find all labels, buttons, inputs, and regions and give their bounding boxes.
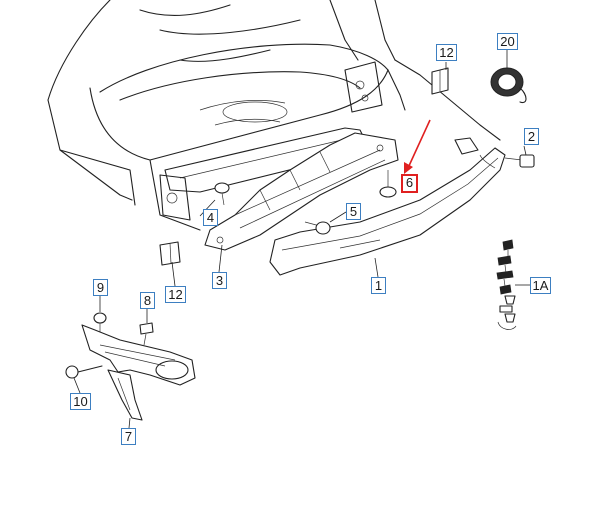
callout-9[interactable]: 9 — [93, 279, 108, 296]
callout-12-top[interactable]: 12 — [436, 44, 457, 61]
part-4-bolt — [214, 182, 230, 206]
part-3-bracket — [204, 132, 399, 251]
part-6-bolt — [379, 170, 397, 198]
leader-lines — [73, 50, 530, 429]
part-1A-fastener-set — [496, 239, 517, 330]
callout-20[interactable]: 20 — [497, 33, 518, 50]
callout-8[interactable]: 8 — [140, 292, 155, 309]
part-5-bolt — [304, 221, 331, 235]
callout-5[interactable]: 5 — [346, 203, 361, 220]
part-2-bolt — [504, 154, 535, 168]
part-10-screw — [65, 365, 103, 379]
part-8-clip — [139, 322, 154, 346]
part-20-tape-roll — [490, 67, 527, 104]
callout-1[interactable]: 1 — [371, 277, 386, 294]
callout-1A[interactable]: 1A — [530, 277, 551, 294]
vehicle-body-rear — [47, 0, 501, 231]
red-arrow — [404, 119, 431, 174]
callout-3[interactable]: 3 — [212, 272, 227, 289]
callout-6[interactable]: 6 — [401, 174, 418, 193]
callout-4[interactable]: 4 — [203, 209, 218, 226]
callout-12-bottom[interactable]: 12 — [165, 286, 186, 303]
callout-2[interactable]: 2 — [524, 128, 539, 145]
callout-10[interactable]: 10 — [70, 393, 91, 410]
part-12-clip-top — [431, 67, 449, 95]
part-12-clip-bottom — [159, 241, 181, 266]
callout-7[interactable]: 7 — [121, 428, 136, 445]
part-7-bracket — [81, 324, 196, 421]
